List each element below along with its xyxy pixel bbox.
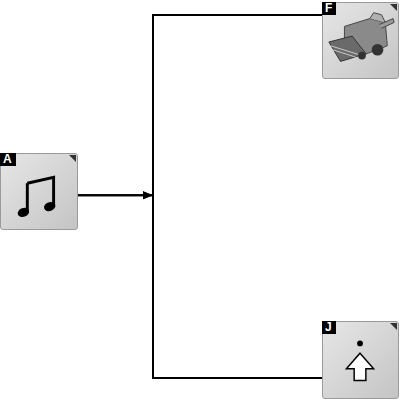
connector xyxy=(78,15,322,199)
node-letter: J xyxy=(322,321,336,334)
node-letter: A xyxy=(0,153,16,166)
corner-mark xyxy=(390,4,397,11)
arrow-head xyxy=(143,191,153,199)
arrow-head xyxy=(143,191,153,199)
corner-mark xyxy=(390,323,397,330)
corner-mark xyxy=(69,155,76,162)
node-letter: F xyxy=(322,2,336,15)
icon-box: J xyxy=(322,321,399,399)
icon-box: F xyxy=(322,2,399,79)
icon-box: A xyxy=(0,153,78,230)
connector xyxy=(78,191,322,378)
